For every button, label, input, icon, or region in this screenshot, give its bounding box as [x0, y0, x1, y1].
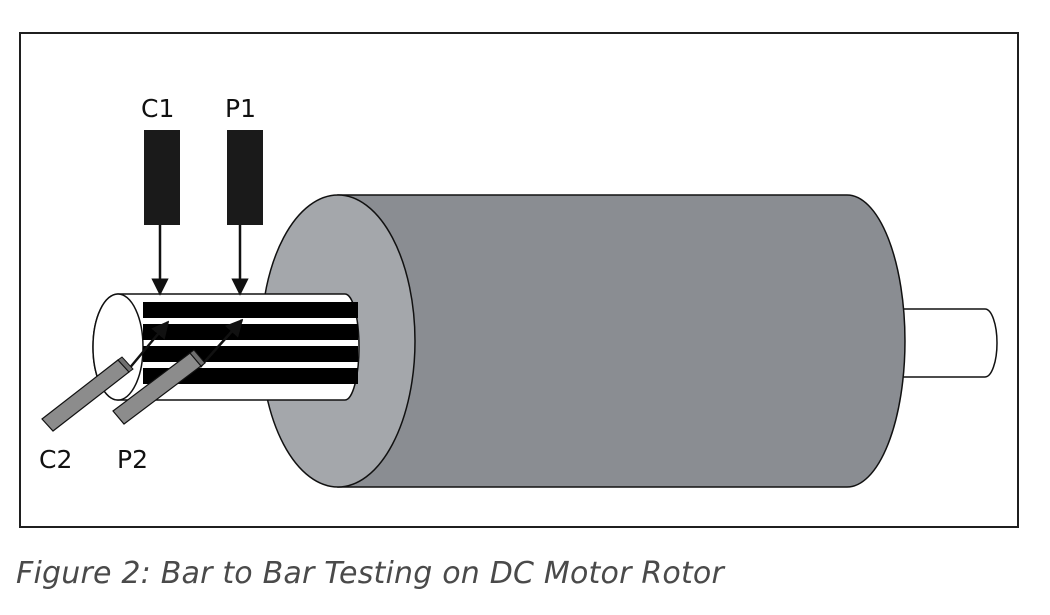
dc-motor-rotor-diagram: C1 P1 C2 P2 [39, 94, 998, 488]
output-shaft [899, 308, 998, 378]
p2-arrow [199, 318, 244, 368]
c2-label: C2 [39, 445, 72, 474]
angled-probe-icon [112, 349, 206, 425]
commutator-bar [143, 324, 358, 340]
commutator [92, 293, 360, 401]
c2-probe: C2 [39, 320, 170, 474]
figure-caption: Figure 2: Bar to Bar Testing on DC Motor… [16, 556, 724, 591]
vertical-probe-icon [144, 130, 180, 225]
c2-arrow [127, 320, 170, 371]
c1-label: C1 [141, 94, 174, 123]
c1-probe: C1 [141, 94, 180, 296]
figure-frame [19, 32, 1019, 528]
p1-probe: P1 [225, 94, 263, 296]
commutator-bar [143, 346, 358, 362]
commutator-bar [143, 302, 358, 318]
vertical-probe-icon [227, 130, 263, 225]
commutator-bar [143, 368, 358, 384]
angled-probe-icon [41, 356, 134, 432]
p1-label: P1 [225, 94, 256, 123]
p2-probe: P2 [112, 318, 244, 474]
p2-label: P2 [117, 445, 148, 474]
